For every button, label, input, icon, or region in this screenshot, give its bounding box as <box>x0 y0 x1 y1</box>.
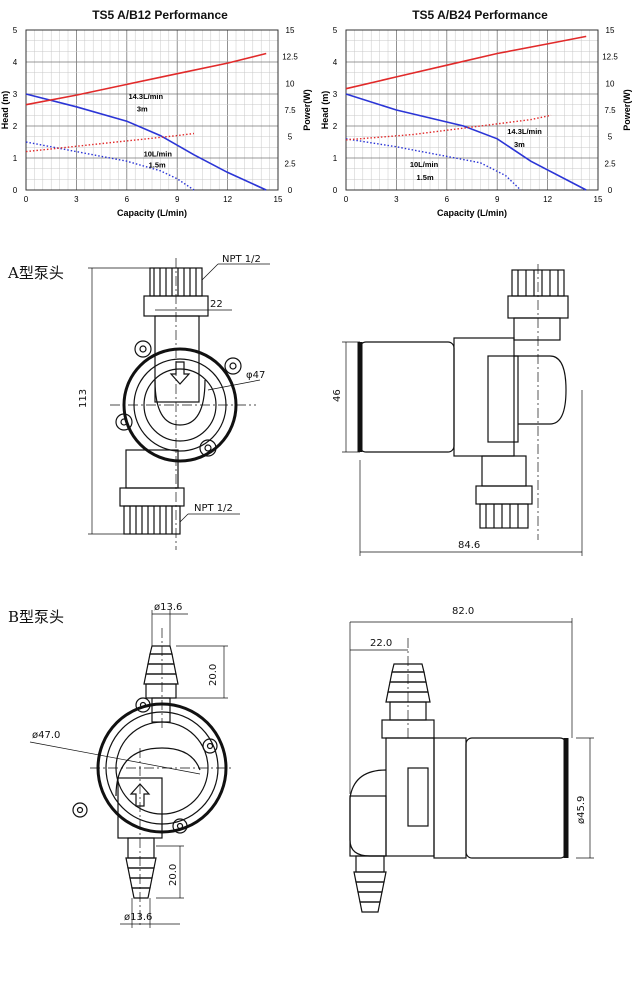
x-axis-label: Capacity (L/min) <box>117 208 187 218</box>
y-left-axis-label: Head (m) <box>320 91 330 130</box>
dim-diameter-47-0: ø47.0 <box>32 730 60 741</box>
chart-annotation: 14.3L/min <box>507 127 542 136</box>
pump-b-front-view: ø13.6 20.0 ø47.0 20.0 ø13.6 <box>29 602 234 928</box>
chart-annotation: 1.5m <box>149 161 166 170</box>
x-tick-label: 6 <box>445 195 450 204</box>
y-right-tick-label: 12.5 <box>602 53 618 62</box>
y-left-axis-label: Head (m) <box>0 91 10 130</box>
y-left-tick-label: 1 <box>13 154 18 163</box>
dim-length-22-0: 22.0 <box>370 638 392 649</box>
x-tick-label: 6 <box>125 195 130 204</box>
x-axis-label: Capacity (L/min) <box>437 208 507 218</box>
y-left-tick-label: 2 <box>13 122 18 131</box>
dim-length-20-bottom: 20.0 <box>168 864 179 886</box>
pump-b-side-view: 82.0 22.0 ø45.9 <box>349 606 594 913</box>
chart-annotation: 14.3L/min <box>128 92 163 101</box>
y-left-tick-label: 4 <box>333 58 338 67</box>
dim-length-82-0: 82.0 <box>452 606 474 617</box>
series-line-2 <box>25 141 195 191</box>
x-tick-label: 15 <box>594 195 603 204</box>
series-line-2 <box>345 138 522 191</box>
y-right-tick-label: 10 <box>286 79 295 88</box>
chart-annotation: 10L/min <box>144 149 173 158</box>
y-left-tick-label: 3 <box>333 90 338 99</box>
x-tick-label: 12 <box>223 195 232 204</box>
chart-annotation: 3m <box>514 140 525 149</box>
series-line-3 <box>345 114 552 141</box>
y-right-tick-label: 7.5 <box>284 106 296 115</box>
x-tick-label: 3 <box>74 195 79 204</box>
y-right-tick-label: 0 <box>288 186 293 195</box>
series-line-0 <box>345 93 587 191</box>
chart-annotation: 10L/min <box>410 160 439 169</box>
y-right-tick-label: 15 <box>286 26 295 35</box>
y-right-tick-label: 15 <box>606 26 615 35</box>
y-left-tick-label: 4 <box>13 58 18 67</box>
chart-title: TS5 A/B24 Performance <box>412 8 548 22</box>
series-line-1 <box>25 52 267 106</box>
dim-diameter-45-9: ø45.9 <box>576 796 587 824</box>
dim-height-46: 46 <box>332 389 343 402</box>
series-line-3 <box>25 132 195 153</box>
chart-title: TS5 A/B12 Performance <box>92 8 228 22</box>
chart-annotation: 3m <box>137 105 148 114</box>
x-tick-label: 0 <box>24 195 29 204</box>
y-right-tick-label: 2.5 <box>284 159 296 168</box>
y-right-tick-label: 12.5 <box>282 53 298 62</box>
x-tick-label: 0 <box>344 195 349 204</box>
x-tick-label: 9 <box>175 195 180 204</box>
dim-diameter-13-6-bottom: ø13.6 <box>124 912 152 923</box>
x-tick-label: 12 <box>543 195 552 204</box>
x-tick-label: 3 <box>394 195 399 204</box>
section-b-label: B型泵头 <box>8 608 65 626</box>
series-line-0 <box>25 93 267 191</box>
y-left-tick-label: 0 <box>333 186 338 195</box>
x-tick-label: 15 <box>274 195 283 204</box>
chart-annotation: 1.5m <box>417 173 434 182</box>
dim-diameter-13-6-top: ø13.6 <box>154 602 182 613</box>
y-right-tick-label: 5 <box>608 133 613 142</box>
dim-width-22: 22 <box>210 299 223 310</box>
y-right-tick-label: 10 <box>606 79 615 88</box>
y-left-tick-label: 2 <box>333 122 338 131</box>
y-left-tick-label: 5 <box>13 26 18 35</box>
series-line-1 <box>345 35 587 90</box>
dim-height-113: 113 <box>78 389 89 408</box>
dim-npt-bottom: NPT 1/2 <box>194 503 233 514</box>
y-left-tick-label: 1 <box>333 154 338 163</box>
x-tick-label: 9 <box>495 195 500 204</box>
y-right-tick-label: 5 <box>288 133 293 142</box>
y-right-axis-label: Power(W) <box>622 89 632 131</box>
pump-a-front-view: NPT 1/2 22 φ47 113 NPT 1/2 <box>78 254 270 550</box>
y-left-tick-label: 0 <box>13 186 18 195</box>
section-a-label: A型泵头 <box>8 264 64 282</box>
dim-length-84-6: 84.6 <box>458 540 480 551</box>
y-right-axis-label: Power(W) <box>302 89 312 131</box>
y-right-tick-label: 2.5 <box>604 159 616 168</box>
plot-frame <box>345 29 599 191</box>
dim-npt-top: NPT 1/2 <box>222 254 261 265</box>
y-left-tick-label: 5 <box>333 26 338 35</box>
y-right-tick-label: 7.5 <box>604 106 616 115</box>
y-left-tick-label: 3 <box>13 90 18 99</box>
pump-a-side-view: 46 84.6 <box>332 264 583 556</box>
plot-frame <box>25 29 279 191</box>
y-right-tick-label: 0 <box>608 186 613 195</box>
dim-length-20-top: 20.0 <box>208 664 219 686</box>
dim-diameter-47: φ47 <box>246 370 265 381</box>
